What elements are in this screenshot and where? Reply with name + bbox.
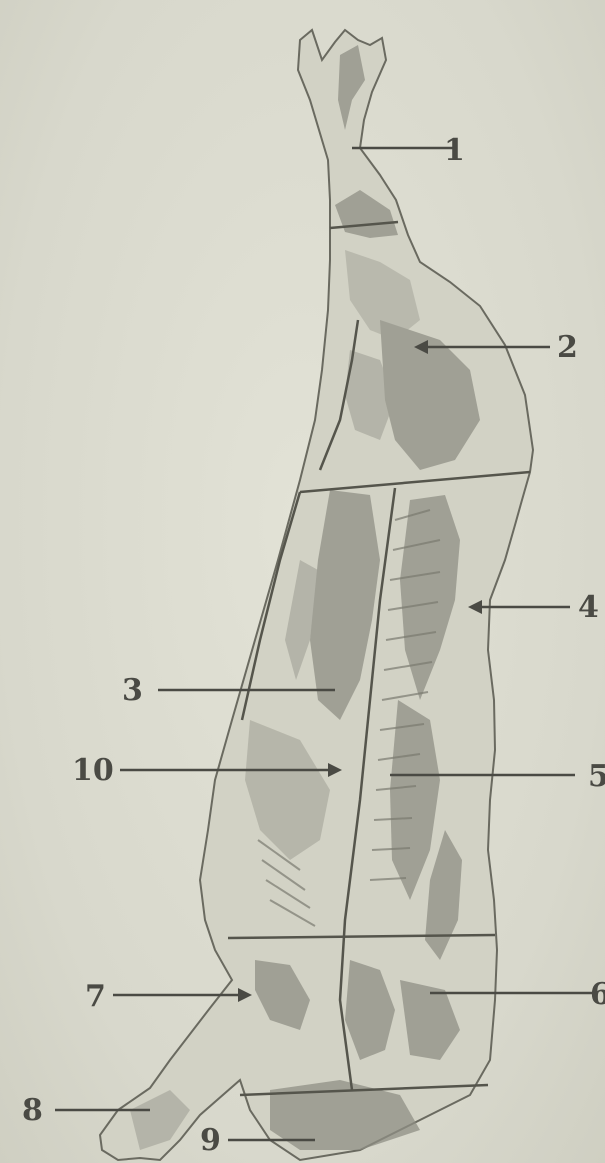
label-4: 4 xyxy=(578,590,599,625)
label-7: 7 xyxy=(85,979,106,1014)
label-10: 10 xyxy=(72,753,114,788)
label-5: 5 xyxy=(588,759,605,794)
label-3: 3 xyxy=(122,673,143,708)
label-9: 9 xyxy=(200,1123,221,1158)
leader-1 xyxy=(352,138,455,158)
label-8: 8 xyxy=(22,1093,43,1128)
label-6: 6 xyxy=(590,977,605,1012)
label-1: 1 xyxy=(444,133,465,168)
label-2: 2 xyxy=(557,330,578,365)
